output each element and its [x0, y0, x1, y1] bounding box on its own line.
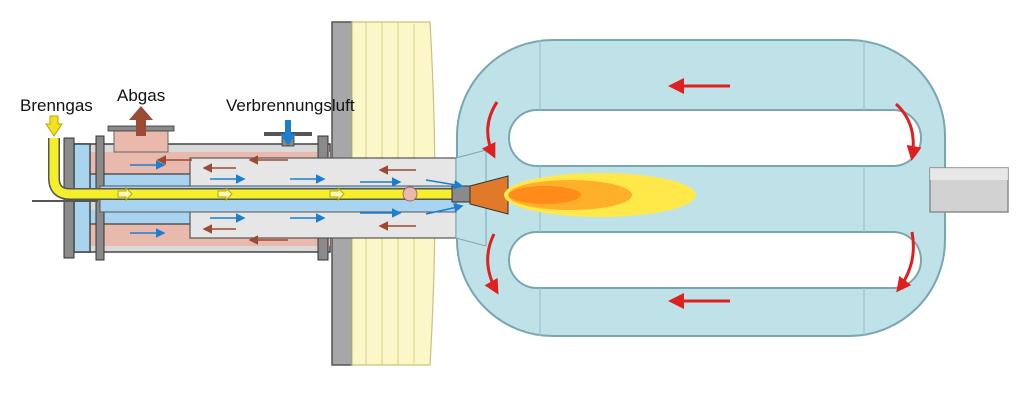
fuel-lance: [32, 138, 452, 202]
burner-head: [451, 175, 509, 215]
recirculation-curved-arrow-icons: [481, 101, 922, 295]
label-fuel-gas: Brenngas: [20, 96, 93, 115]
fuel-flow-arrows: [117, 186, 345, 202]
flue-gas-arrow-up-icon: [129, 106, 153, 136]
flame: [504, 173, 696, 217]
label-combustion-air: Verbrennungsluft: [226, 96, 355, 115]
label-flue-gas: Abgas: [117, 86, 166, 105]
air-arrow-down-icon: [280, 120, 296, 146]
fuel-arrow-down-icon: [45, 115, 63, 137]
air-flow-arrows: [130, 160, 464, 238]
flow-direction-arrow-left-icons: [668, 78, 730, 309]
exhaust-flow-arrows: [156, 155, 416, 245]
radiant-tube: [456, 39, 1009, 337]
